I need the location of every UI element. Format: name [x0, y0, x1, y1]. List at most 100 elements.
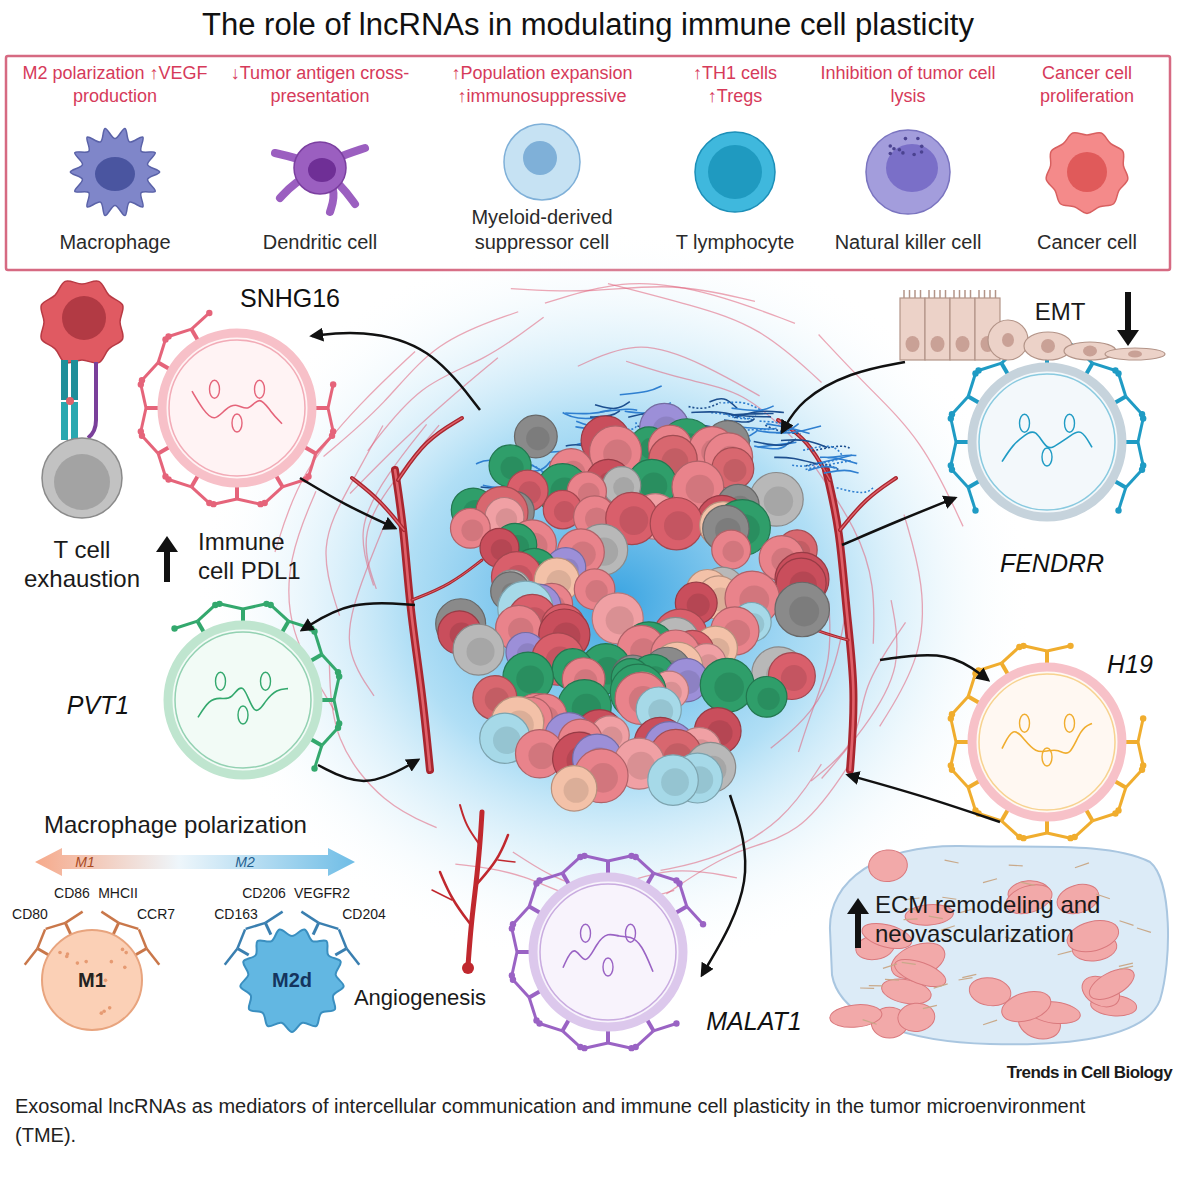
tumor-mass	[712, 530, 751, 569]
exosomes	[1138, 418, 1143, 442]
exosomes	[255, 380, 265, 398]
ecm-tissue	[863, 1020, 877, 1025]
exosomes	[139, 377, 145, 383]
cell-type-box: Inhibition of tumor cell lysisNatural ki…	[811, 58, 1006, 263]
exosomes	[316, 436, 332, 454]
annotation: M2	[235, 854, 254, 871]
arrows	[880, 655, 988, 680]
collagen-fibers	[781, 440, 827, 448]
exosomes	[311, 765, 317, 771]
exosome-circle: PVT1	[168, 625, 318, 775]
exosomes	[1093, 814, 1116, 821]
exosomes	[540, 884, 676, 1020]
cell-icons	[886, 144, 938, 192]
effect-heading: ↑Population expansion ↑immunosuppressive	[427, 62, 657, 109]
ecm-tissue	[1085, 962, 1139, 1005]
emt-cells	[953, 290, 955, 298]
marker-name: CCR7	[137, 906, 175, 923]
emt-cells	[934, 290, 936, 298]
collagen-fibers	[709, 399, 737, 409]
tumor-mass	[700, 658, 754, 712]
emt-cells	[920, 290, 922, 298]
exosomes	[513, 907, 529, 925]
collagen-fibers	[806, 463, 840, 470]
blood-vessels	[395, 470, 430, 770]
blood-vessels	[412, 560, 482, 600]
exosomes	[237, 499, 261, 504]
pink-fibers	[880, 515, 923, 727]
exosomes	[138, 428, 144, 434]
emt-cells	[970, 290, 972, 298]
exosomes	[315, 632, 322, 655]
cell-icons	[504, 124, 580, 200]
tumor-mass	[789, 597, 819, 627]
exosomes	[563, 857, 581, 873]
exosomes	[509, 853, 707, 1052]
tumor-mass	[516, 665, 544, 693]
exosomes	[979, 374, 1115, 510]
exosomes	[261, 672, 271, 690]
blood-vessels	[352, 418, 896, 770]
ecm-tissue	[945, 860, 959, 863]
cell-icons	[912, 153, 916, 157]
exosomes	[687, 907, 703, 925]
exosomes	[1047, 833, 1071, 838]
annotation: Angiogenesis	[354, 985, 486, 1011]
ecm-tissue	[959, 978, 973, 980]
ecm-tissue	[885, 979, 899, 981]
emt-cells	[1002, 333, 1014, 347]
exosomes	[968, 374, 975, 397]
arrows	[302, 603, 415, 630]
ecm-tissue	[962, 974, 976, 977]
exosomes	[979, 674, 1115, 810]
tumor-mass	[467, 638, 495, 666]
cell-type-box: Cancer cell proliferationCancer cell	[1007, 58, 1167, 263]
m2-macrophage	[301, 912, 318, 923]
cell-name: Dendritic cell	[218, 230, 423, 255]
top-panel	[6, 56, 1170, 270]
exosomes	[141, 408, 146, 432]
cell-icons	[1046, 133, 1128, 214]
emt-cells	[900, 290, 1165, 360]
cell-icons	[708, 145, 762, 199]
m2-macrophage	[265, 923, 270, 935]
m1-macrophage	[124, 951, 128, 955]
ecm-tissue	[983, 1020, 997, 1025]
tumor-mass	[554, 501, 575, 522]
exosomes	[142, 436, 158, 454]
exosomes	[328, 384, 333, 408]
m2-macrophage	[225, 912, 360, 1032]
m1-macrophage	[37, 929, 45, 948]
exosomes	[328, 408, 333, 432]
polarization-arrow	[35, 848, 355, 876]
angiogenesis-vessel	[498, 860, 515, 862]
exosomes	[581, 924, 591, 942]
arrows	[300, 478, 395, 528]
journal-mark: Trends in Cell Biology	[1007, 1063, 1172, 1083]
emt-cells	[988, 320, 1028, 360]
emt-cells	[931, 336, 945, 352]
exosomes	[510, 921, 516, 927]
tumor-mass	[714, 672, 744, 702]
ecm-tissue	[1075, 863, 1089, 868]
exosomes	[512, 928, 517, 952]
exosomes	[581, 853, 587, 859]
exosomes	[142, 363, 158, 381]
pink-fibers	[363, 424, 427, 585]
exosomes	[1023, 646, 1047, 651]
pink-fibers	[545, 284, 795, 324]
exosomes	[334, 676, 339, 700]
ecm-tissue	[1009, 865, 1023, 867]
cell-name: Myeloid-derived suppressor cell	[455, 205, 630, 255]
exosomes	[654, 873, 677, 880]
m1-macrophage	[42, 930, 142, 1030]
exosomes	[533, 877, 683, 1027]
emt-cells	[984, 290, 986, 298]
cell-type-box: ↑Population expansion ↑immunosuppressive…	[425, 58, 660, 263]
emt-arrow	[1117, 292, 1139, 346]
marker-name: MHCII	[98, 885, 138, 902]
angiogenesis-vessel	[462, 962, 474, 974]
exosomes	[1119, 488, 1126, 511]
m1-macrophage	[101, 912, 118, 923]
emt-cells	[995, 290, 997, 298]
